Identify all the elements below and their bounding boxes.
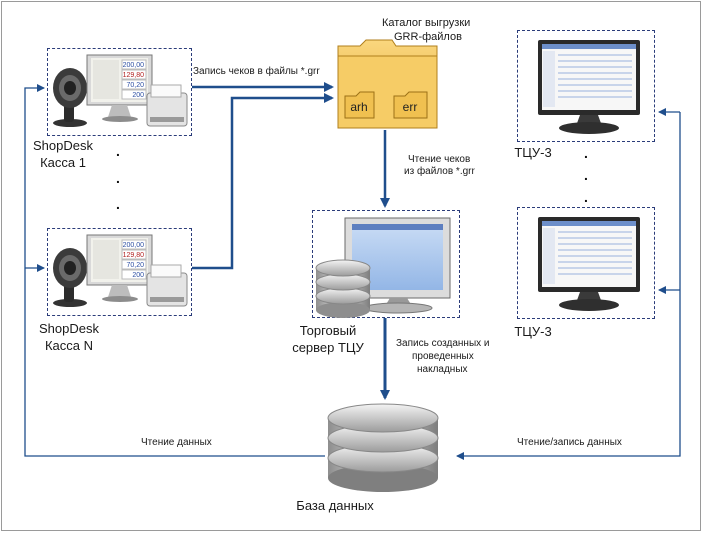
registers-ellipsis-dot: . [116, 143, 120, 159]
register1-line2: Касса 1 [40, 155, 86, 170]
edge-readwrite-data: Чтение/запись данных [517, 437, 622, 448]
client2-box [517, 207, 655, 319]
server-line1: Торговый [299, 323, 357, 338]
receipt-printer-icon [146, 84, 188, 127]
clients-ellipsis-dot: . [584, 145, 588, 161]
database-icon [327, 403, 439, 492]
server-icon [315, 217, 451, 318]
folder-title-line2: GRR-файлов [394, 31, 462, 43]
pos-monitor-icon [86, 54, 153, 122]
client2-label: ТЦУ-3 [514, 324, 552, 339]
server-box [312, 210, 460, 318]
registerN-screen-line4: 200 [132, 272, 144, 279]
workstation-monitor-icon [538, 217, 640, 311]
edge-write-invoices-3: накладных [417, 364, 468, 375]
edge-write-invoices-1: Запись созданных и [396, 338, 490, 349]
arrow-db-to-register1 [24, 84, 325, 457]
clients-ellipsis-dot: . [584, 189, 588, 205]
edge-read-checks-2: из файлов *.grr [404, 166, 475, 177]
arrow-registerN-to-folder [192, 93, 334, 270]
server-label: Торговый сервер ТЦУ [283, 322, 373, 356]
register1-screen-line2: 129,80 [123, 72, 145, 79]
server-line2: сервер ТЦУ [292, 340, 364, 355]
workstation-monitor-icon [538, 40, 640, 134]
registerN-screen-line2: 129,80 [123, 252, 145, 259]
client1-label: ТЦУ-3 [514, 145, 552, 160]
edge-write-invoices-2: проведенных [412, 351, 474, 362]
register1-box [47, 48, 192, 136]
client1-box [517, 30, 655, 142]
connectors [24, 82, 681, 460]
barcode-scanner-icon [53, 68, 87, 127]
registerN-screen-line3: 70,20 [126, 262, 144, 269]
edge-read-data: Чтение данных [141, 437, 212, 448]
arrow-clients-to-db [456, 112, 681, 460]
registerN-screen-line1: 200,00 [123, 242, 145, 249]
registerN-device: 200,00 129,80 70,20 200 [53, 234, 188, 307]
register1-screen-line1: 200,00 [123, 62, 145, 69]
folder-title-line1: Каталог выгрузки [382, 17, 471, 29]
register1-screen-line4: 200 [132, 92, 144, 99]
register1-name: ShopDesk [33, 138, 93, 153]
edge-write-checks: Запись чеков в файлы *.grr [193, 66, 320, 77]
registerN-box [47, 228, 192, 316]
clients-ellipsis-dot: . [584, 167, 588, 183]
folder-sub-err: err [403, 100, 418, 114]
registerN-line2: Касса N [44, 338, 94, 353]
folder-icon [337, 39, 438, 129]
pos-monitor-icon [86, 234, 153, 302]
registerN-label: ShopDesk Касса N [34, 320, 104, 354]
registerN-name: ShopDesk [39, 321, 99, 336]
edge-read-checks-1: Чтение чеков [408, 154, 471, 165]
database-label: База данных [296, 498, 374, 513]
registers-ellipsis-dot: . [116, 170, 120, 186]
register1-screen-line3: 70,20 [126, 82, 144, 89]
barcode-scanner-icon [53, 248, 87, 307]
receipt-printer-icon [146, 264, 188, 307]
register1-label: ShopDesk Касса 1 [28, 137, 98, 171]
registers-ellipsis-dot: . [116, 196, 120, 212]
folder-sub-arh: arh [350, 100, 367, 114]
register1-device: 200,00 129,80 70,20 200 [53, 54, 188, 127]
